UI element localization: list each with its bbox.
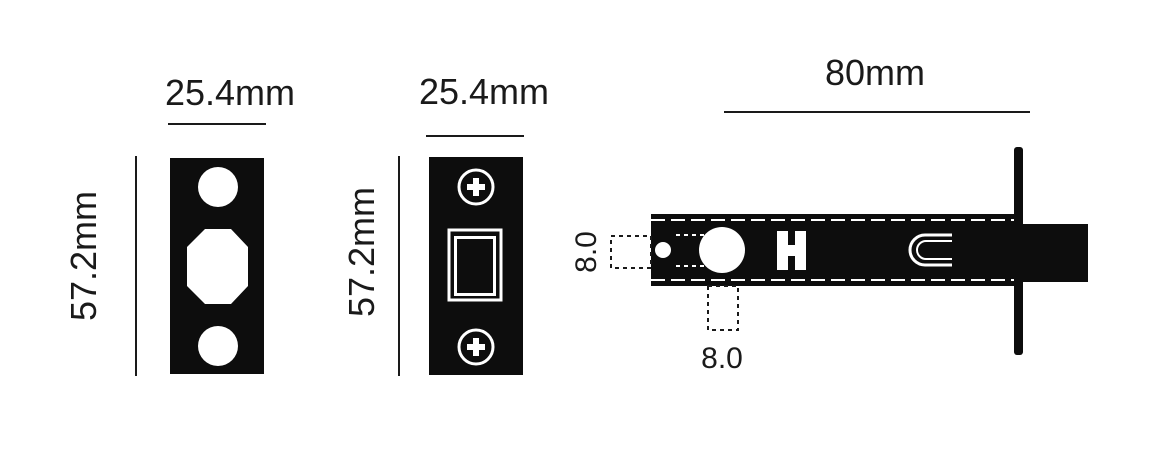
strike-plate-height-label: 57.2mm xyxy=(63,191,104,321)
h-slot xyxy=(777,231,806,270)
latch-spring-inner xyxy=(916,240,952,260)
hole-vertical-label: 8.0 xyxy=(570,231,603,273)
hole-horizontal-label: 8.0 xyxy=(701,342,743,375)
latch-spring xyxy=(908,233,952,267)
hole-horizontal-dimension-box xyxy=(707,285,739,331)
latch-length-label: 80mm xyxy=(825,52,925,93)
faceplate-height-label: 57.2mm xyxy=(341,187,382,317)
strike-plate xyxy=(170,158,264,374)
small-pin-hole xyxy=(655,242,671,258)
latch-side-view: 80mm 8.0 8.0 xyxy=(570,52,1088,375)
faceplate-top-screw-icon xyxy=(457,168,495,206)
hole-vertical-dimension-box xyxy=(610,235,652,269)
spindle-hole xyxy=(699,227,745,273)
strike-plate-view: 25.4mm 57.2mm xyxy=(63,72,295,376)
strike-plate-width-label: 25.4mm xyxy=(165,72,295,113)
faceplate-bottom-screw-icon xyxy=(457,328,495,366)
latch-bolt xyxy=(1022,224,1088,282)
faceplate-view: 25.4mm 57.2mm xyxy=(341,71,549,376)
faceplate-edge xyxy=(1014,147,1023,355)
faceplate-width-label: 25.4mm xyxy=(419,71,549,112)
latch-bolt-window xyxy=(447,228,503,302)
